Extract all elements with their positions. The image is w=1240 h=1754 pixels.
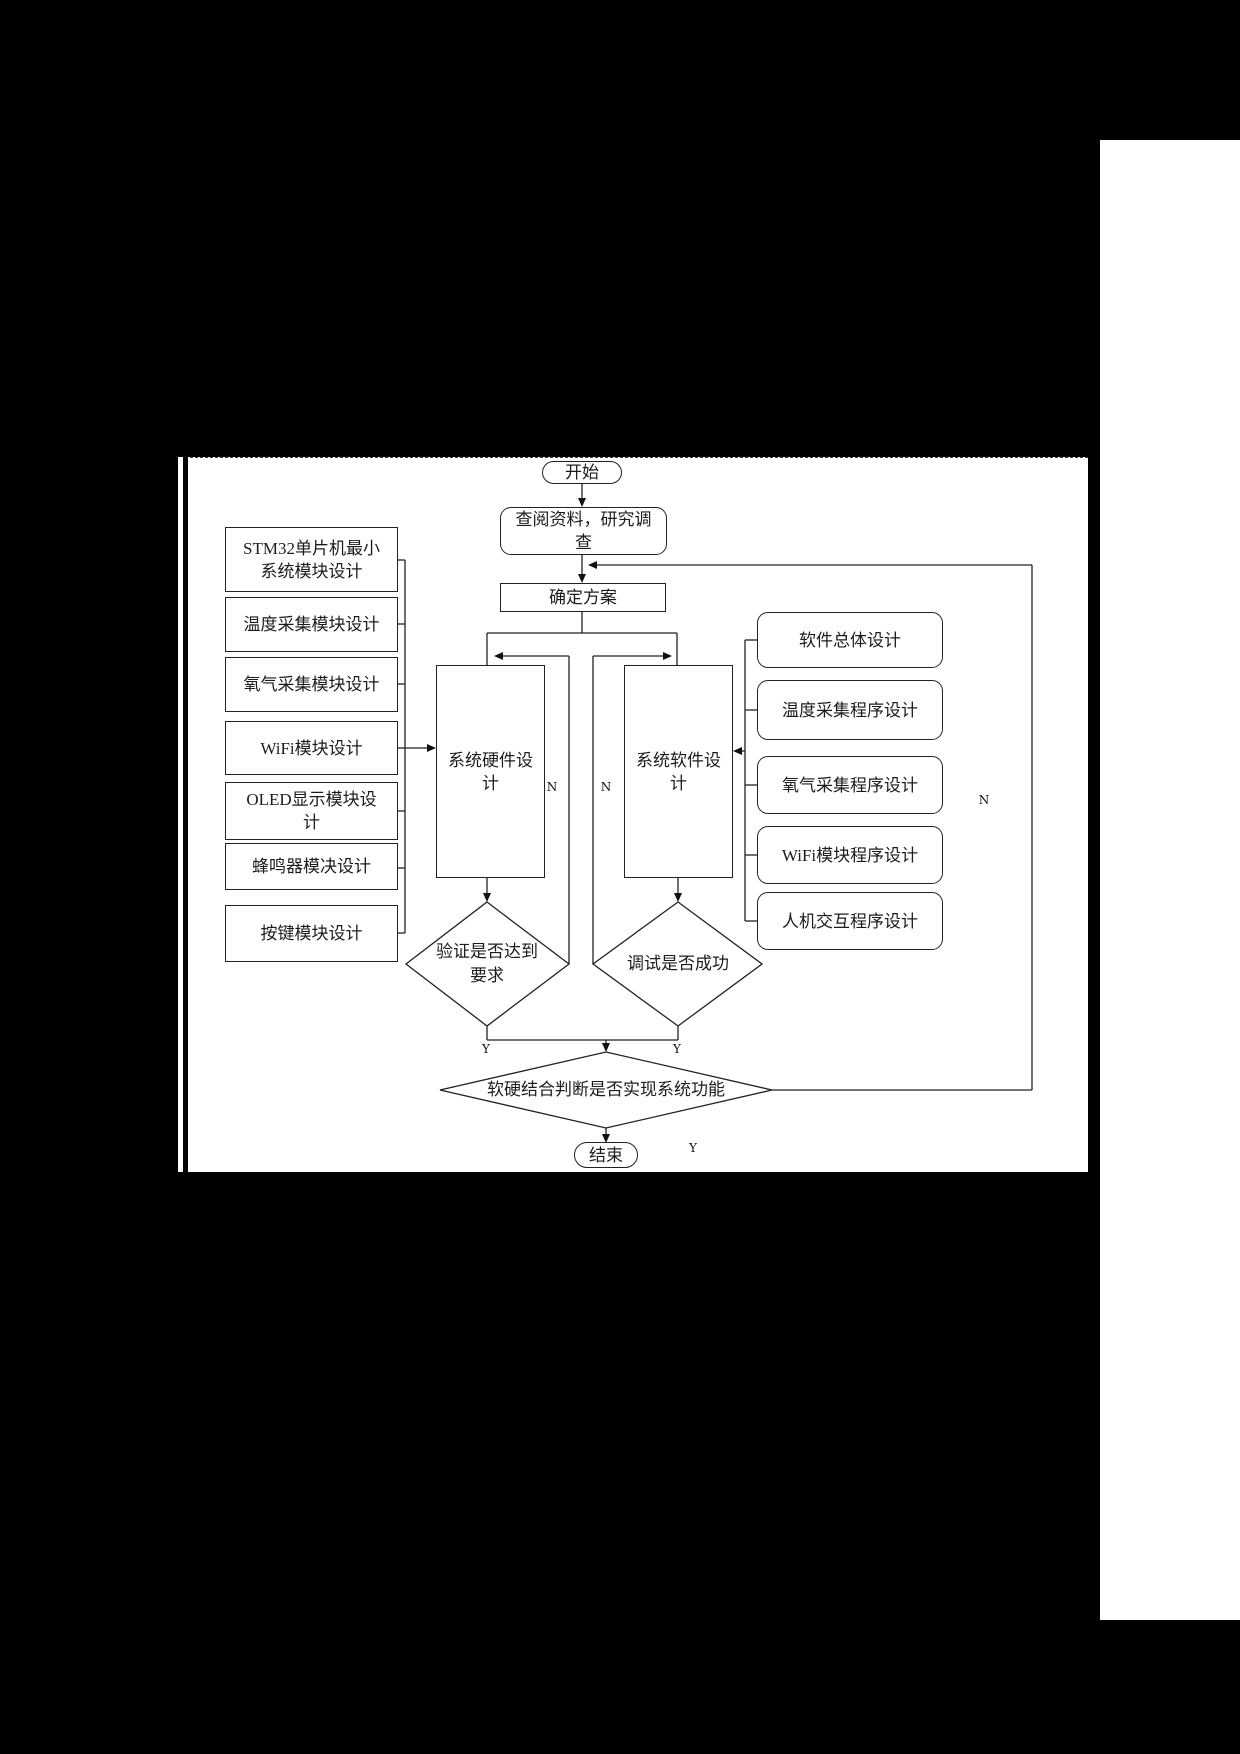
no-label-hardware: N — [546, 780, 558, 794]
no-label-final: N — [978, 793, 990, 807]
sw-module-oxygen: 氧气采集程序设计 — [757, 756, 943, 814]
hw-module-oled-label: OLED显示模块设 计 — [246, 790, 377, 832]
research-process: 查阅资料，研究调 查 — [500, 507, 667, 555]
sw-module-oxygen-label: 氧气采集程序设计 — [782, 775, 918, 795]
hw-module-buzzer: 蜂鸣器模决设计 — [225, 843, 398, 890]
plan-process: 确定方案 — [500, 583, 666, 612]
yes-label-hardware: Y — [482, 1042, 490, 1056]
arrow-into-end — [602, 1134, 610, 1143]
hw-module-keys: 按键模块设计 — [225, 905, 398, 962]
sw-module-wifi: WiFi模块程序设计 — [757, 826, 943, 884]
arrow-into-plan — [578, 574, 586, 583]
final-check-label: 软硬结合判断是否实现系统功能 — [487, 1080, 725, 1099]
right-page-edge-strip — [1100, 140, 1240, 1620]
arrow-into-final-check — [602, 1043, 610, 1052]
arrow-into-software-box — [733, 747, 742, 755]
software-design-label: 系统软件设 计 — [636, 750, 721, 793]
sw-check-diamond — [591, 901, 764, 1027]
yes-label-final: Y — [689, 1141, 697, 1155]
sw-module-overall: 软件总体设计 — [757, 612, 943, 668]
arrow-into-sw-check — [674, 893, 682, 902]
hw-check-diamond — [404, 901, 571, 1027]
left-border-bar — [183, 457, 188, 1172]
plan-label: 确定方案 — [549, 588, 617, 607]
arrow-into-hardware-box — [427, 744, 436, 752]
arrow-into-hw-check — [483, 893, 491, 902]
hw-module-stm32-label: STM32单片机最小 系统模块设计 — [243, 538, 380, 581]
hardware-design-process: 系统硬件设 计 — [436, 665, 545, 878]
arrow-redo-hardware — [494, 652, 503, 660]
arrow-into-research — [578, 498, 586, 507]
hw-check-label: 验证是否达到 要求 — [436, 942, 538, 985]
arrow-redo-software — [663, 652, 672, 660]
start-label: 开始 — [565, 463, 599, 482]
sw-module-hmi-label: 人机交互程序设计 — [782, 911, 918, 931]
hw-module-oxygen-label: 氧气采集模块设计 — [243, 675, 380, 694]
hw-module-temperature-label: 温度采集模块设计 — [243, 615, 380, 634]
top-dashed-border — [190, 457, 1088, 458]
sw-module-overall-label: 软件总体设计 — [799, 630, 901, 650]
sw-check-label: 调试是否成功 — [627, 954, 729, 973]
hw-module-temperature: 温度采集模块设计 — [225, 597, 398, 652]
research-label: 查阅资料，研究调 查 — [515, 510, 652, 552]
hw-module-keys-label: 按键模块设计 — [260, 924, 363, 943]
arrowheads — [427, 498, 742, 1143]
hw-module-stm32: STM32单片机最小 系统模块设计 — [225, 527, 398, 592]
hw-module-wifi: WiFi模块设计 — [225, 721, 398, 775]
software-design-process: 系统软件设 计 — [624, 665, 733, 878]
sw-module-temperature: 温度采集程序设计 — [757, 680, 943, 740]
hw-module-buzzer-label: 蜂鸣器模决设计 — [252, 857, 371, 876]
hardware-design-label: 系统硬件设 计 — [448, 750, 533, 793]
hw-module-wifi-label: WiFi模块设计 — [260, 738, 363, 758]
final-check-diamond — [439, 1051, 773, 1129]
no-label-software: N — [600, 780, 612, 794]
hw-module-oxygen: 氧气采集模块设计 — [225, 657, 398, 712]
yes-label-software: Y — [673, 1042, 681, 1056]
end-label: 结束 — [589, 1145, 623, 1165]
decision-diamonds — [404, 901, 773, 1129]
sw-module-hmi: 人机交互程序设计 — [757, 892, 943, 950]
connector-lines — [398, 483, 1033, 1135]
sw-module-temperature-label: 温度采集程序设计 — [782, 700, 918, 720]
end-terminal: 结束 — [574, 1142, 638, 1168]
hw-module-oled: OLED显示模块设 计 — [225, 782, 398, 840]
arrow-feedback-left — [588, 561, 597, 569]
page-fold-bar — [1088, 150, 1100, 1610]
sw-module-wifi-label: WiFi模块程序设计 — [781, 845, 919, 865]
start-terminal: 开始 — [542, 461, 622, 484]
